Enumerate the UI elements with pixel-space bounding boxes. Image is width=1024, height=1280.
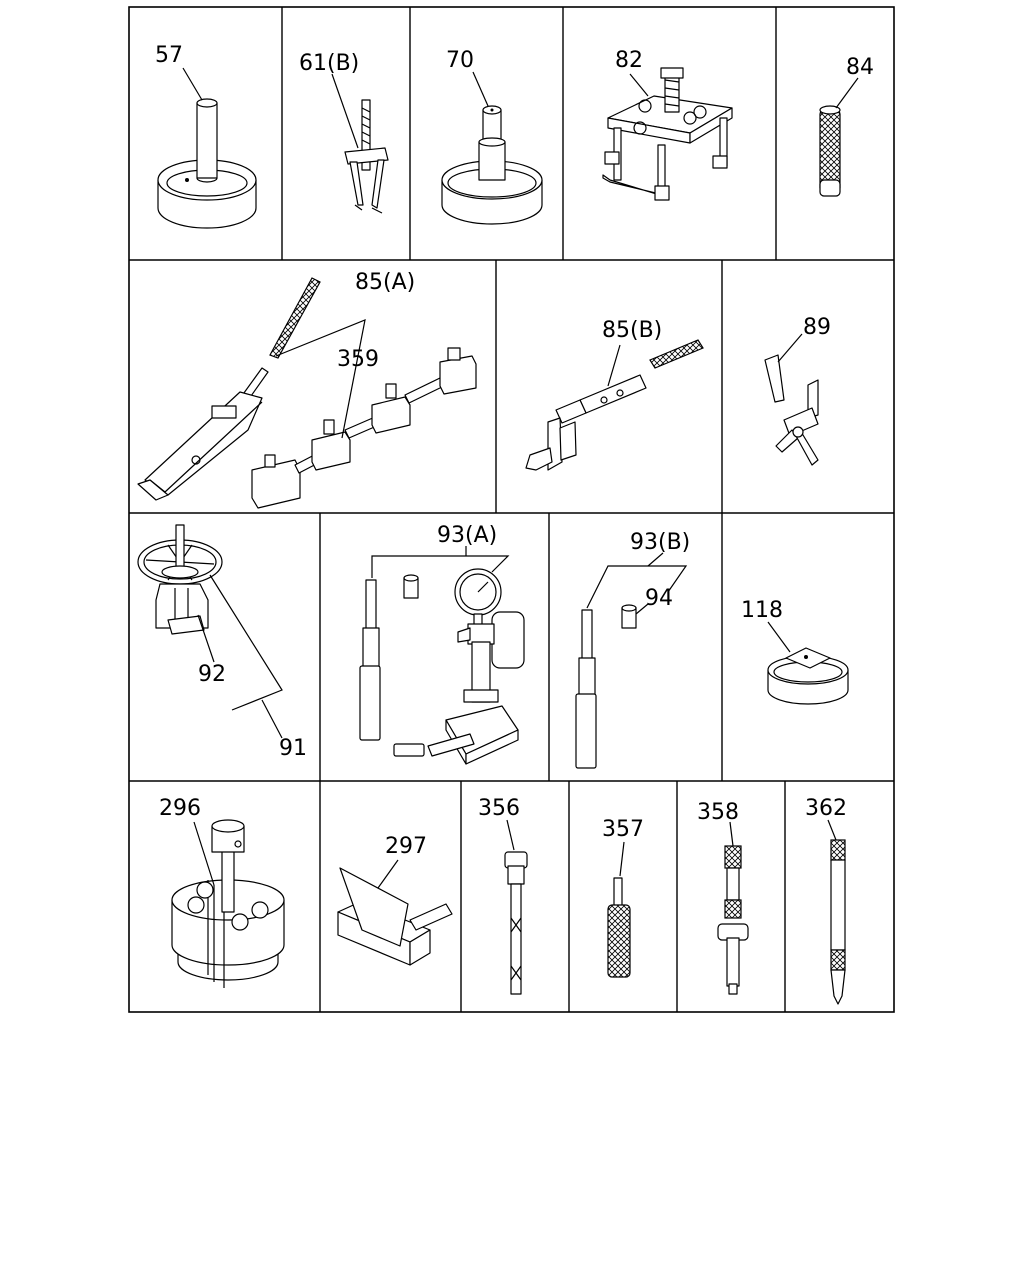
part-85a-illustration <box>137 277 321 501</box>
grid-frame <box>128 6 895 1013</box>
part-297-illustration <box>337 867 453 966</box>
callout-91: 91 <box>279 736 307 761</box>
callout-356: 356 <box>478 796 520 821</box>
callout-57: 57 <box>155 43 183 68</box>
callout-labels: 57 61(B) 70 82 84 85(A) 359 85(B) 89 92 … <box>155 43 874 859</box>
part-358-illustration <box>717 845 749 995</box>
callout-70: 70 <box>446 48 474 73</box>
part-362-illustration <box>830 839 846 1005</box>
callout-359: 359 <box>337 347 379 372</box>
callout-93b: 93(B) <box>630 530 690 555</box>
callout-85b: 85(B) <box>602 318 662 343</box>
part-92-illustration <box>137 524 223 635</box>
part-118-illustration <box>767 647 849 705</box>
callout-118: 118 <box>741 598 783 623</box>
callout-85a: 85(A) <box>355 270 415 295</box>
callout-61b: 61(B) <box>299 51 359 76</box>
callout-89: 89 <box>803 315 831 340</box>
callout-362: 362 <box>805 796 847 821</box>
part-357-illustration <box>607 877 631 978</box>
part-359-illustration <box>251 347 477 509</box>
callout-297: 297 <box>385 834 427 859</box>
part-82-illustration <box>602 67 733 201</box>
part-89-illustration <box>764 354 819 466</box>
part-93a-illustration <box>359 568 525 765</box>
callout-93a: 93(A) <box>437 523 497 548</box>
callout-357: 357 <box>602 817 644 842</box>
part-84-illustration <box>819 105 841 197</box>
callout-94: 94 <box>645 586 673 611</box>
part-70-illustration <box>441 105 543 225</box>
part-356-illustration <box>504 851 528 995</box>
part-61b-illustration <box>344 99 389 214</box>
callout-296: 296 <box>159 796 201 821</box>
part-57-illustration <box>157 98 257 229</box>
part-85b-illustration <box>525 339 704 471</box>
part-93b-illustration <box>575 604 637 769</box>
callout-84: 84 <box>846 55 874 80</box>
callout-92: 92 <box>198 662 226 687</box>
part-296-illustration <box>171 819 285 988</box>
callout-358: 358 <box>697 800 739 825</box>
callout-82: 82 <box>615 48 643 73</box>
